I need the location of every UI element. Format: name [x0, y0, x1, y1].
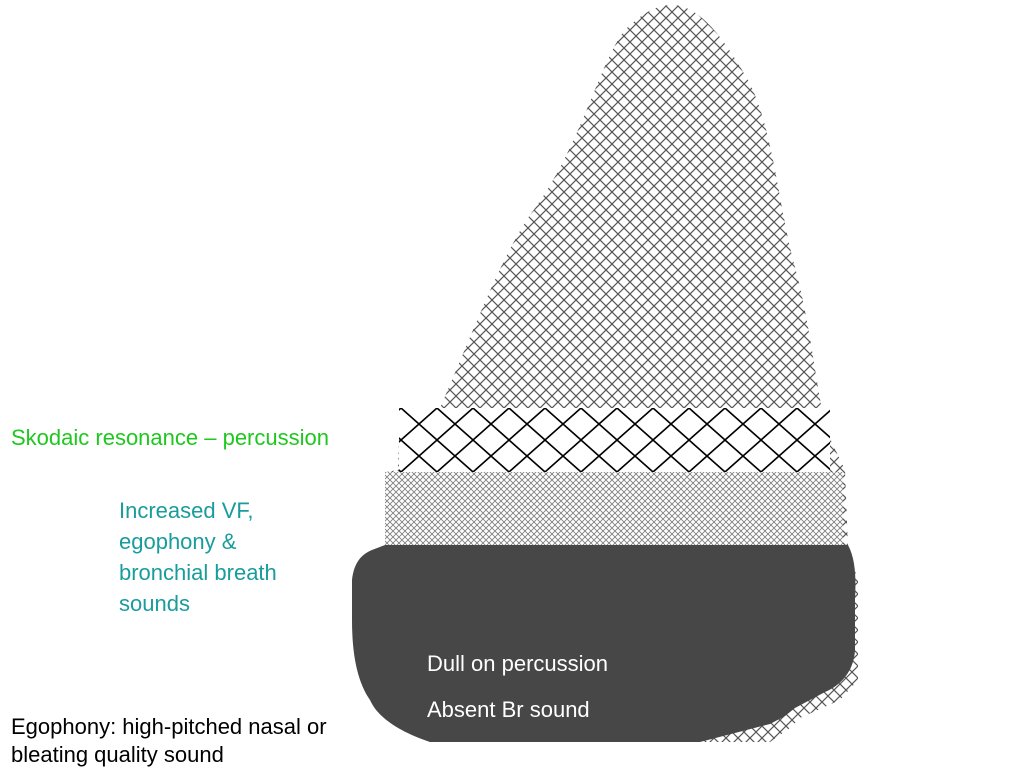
effusion-region: [352, 545, 856, 742]
compressed-band-hatch: [385, 472, 843, 552]
skodaic-label: Skodaic resonance – percussion: [11, 425, 329, 450]
increased-line-2: egophony &: [119, 529, 237, 554]
increased-line-1: Increased VF,: [119, 498, 254, 523]
increased-vf-label: Increased VF, egophony & bronchial breat…: [119, 495, 277, 619]
egophony-line-2: bleating quality sound: [11, 742, 224, 767]
egophony-definition: Egophony: high-pitched nasal or bleating…: [11, 713, 327, 769]
increased-line-4: sounds: [119, 591, 190, 616]
increased-line-3: bronchial breath: [119, 560, 277, 585]
skodaic-band-hatch: [399, 408, 830, 472]
dull-label: Dull on percussion: [427, 651, 608, 676]
absent-br-label: Absent Br sound: [427, 697, 590, 722]
egophony-line-1: Egophony: high-pitched nasal or: [11, 714, 327, 739]
